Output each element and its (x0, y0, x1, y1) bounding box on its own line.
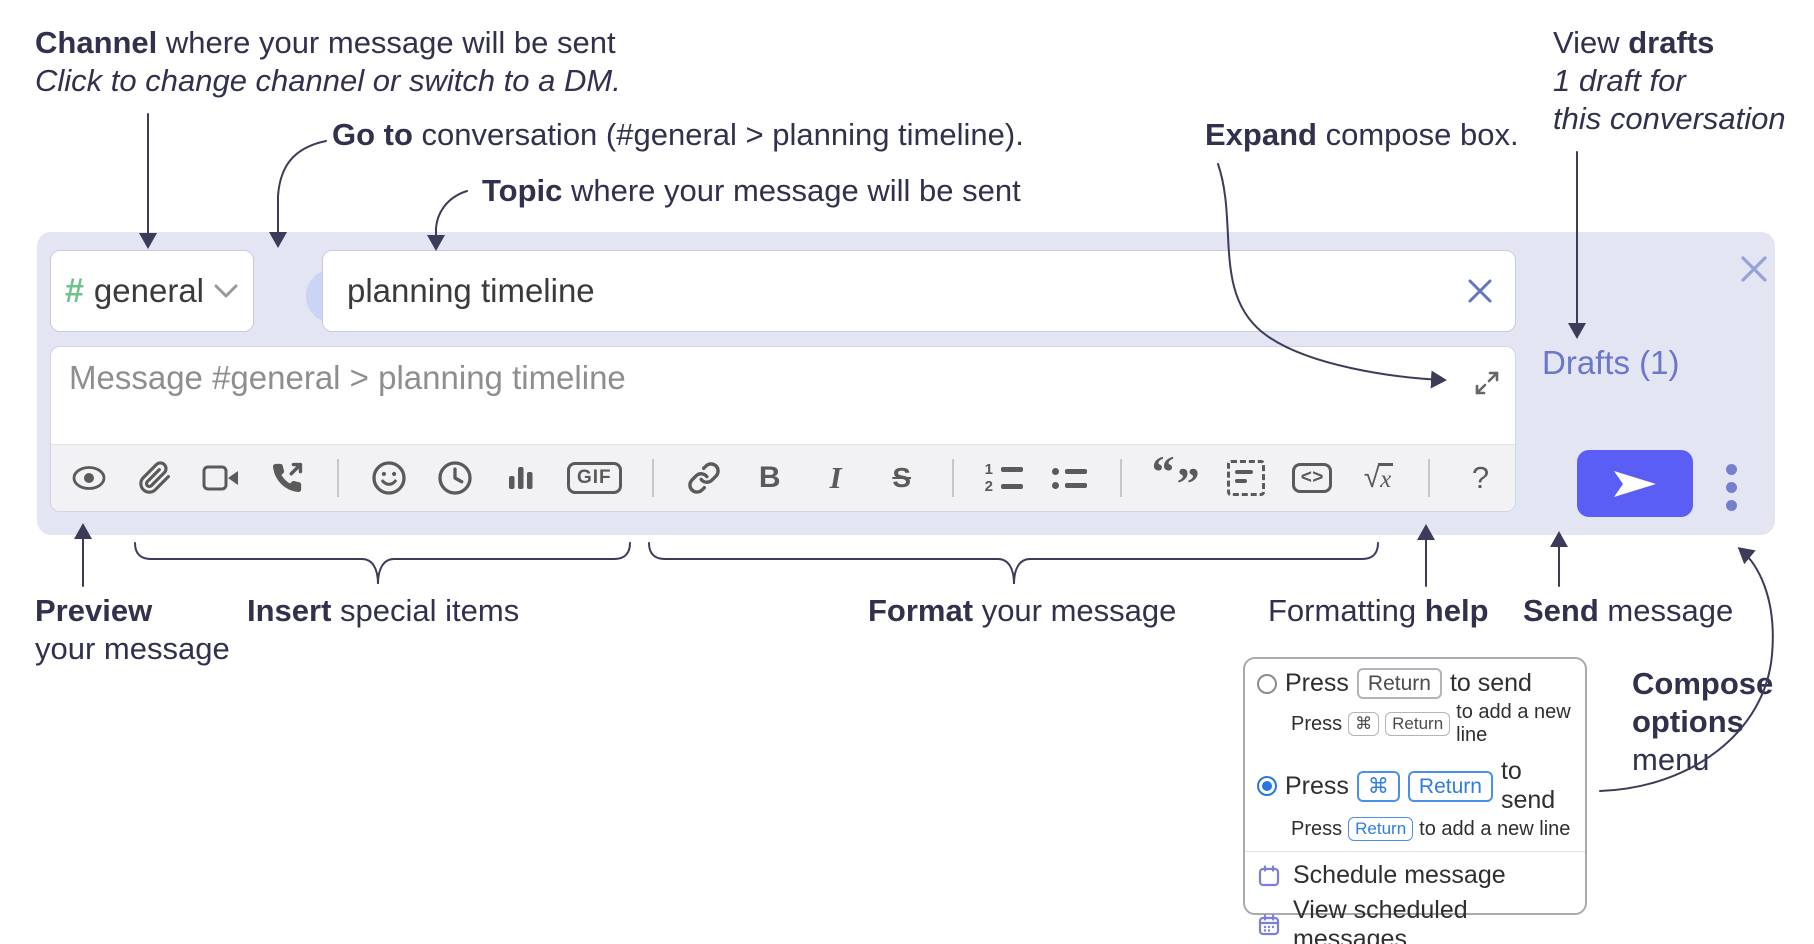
toolbar-divider (1428, 459, 1431, 497)
gif-icon[interactable]: GIF (567, 456, 622, 500)
goto-annotation: Go to conversation (#general > planning … (332, 117, 1024, 152)
drafts-link[interactable]: Drafts (1) (1542, 344, 1680, 381)
return-key-chip: Return (1407, 770, 1493, 802)
compose-toolbar: GIF B I S 1 2 (51, 444, 1515, 511)
italic-icon[interactable]: I (829, 460, 842, 495)
view-drafts-annotation: View drafts 1 draft for this conversatio… (1553, 25, 1786, 136)
menu-separator (1245, 851, 1585, 852)
return-key-chip: Return (1356, 668, 1442, 699)
send-annotation: Send message (1523, 593, 1734, 628)
topic-input[interactable]: planning timeline (322, 250, 1516, 332)
calendar-grid-icon (1258, 914, 1280, 936)
return-key-chip: Return (1348, 817, 1414, 841)
compose-box: # general planning timeline Message #gen… (37, 232, 1775, 535)
spoiler-icon[interactable] (1226, 456, 1266, 500)
code-icon[interactable]: <> (1291, 456, 1333, 500)
topic-value: planning timeline (347, 272, 595, 309)
topic-annotation: Topic where your message will be sent (482, 173, 1021, 208)
expand-annotation: Expand compose box. (1205, 117, 1519, 152)
compose-options-menu-button[interactable] (1718, 460, 1745, 515)
formatting-help-annotation: Formatting help (1268, 593, 1489, 628)
send-button[interactable] (1577, 450, 1693, 517)
expand-compose-icon[interactable] (1473, 369, 1501, 397)
cmd-key-chip: ⌘ (1356, 770, 1400, 802)
toolbar-divider (951, 459, 954, 497)
send-option-cmd-return[interactable]: Press ⌘ Return to send (1245, 757, 1585, 815)
math-icon[interactable]: √x (1363, 461, 1394, 494)
close-compose-icon[interactable] (1737, 252, 1771, 286)
send-icon (1614, 470, 1656, 497)
toolbar-divider (1119, 459, 1122, 497)
channel-annotation-rest: where your message will be sent (157, 25, 616, 60)
message-compose-container: Message #general > planning timeline (50, 346, 1516, 512)
numbered-list-icon[interactable]: 1 2 (984, 456, 1024, 500)
channel-annotation: Channel where your message will be sent … (35, 24, 621, 100)
insert-annotation: Insert special items (247, 593, 520, 628)
clear-topic-icon[interactable] (1465, 276, 1495, 306)
send-option-return[interactable]: Press Return to send (1245, 668, 1585, 699)
global-time-icon[interactable] (435, 456, 475, 500)
send-option-return-sub: Press ⌘ Return to add a new line (1291, 701, 1571, 746)
radio-unselected[interactable] (1257, 673, 1277, 694)
audio-call-icon[interactable] (267, 456, 307, 500)
compose-options-annotation: Compose options menu (1632, 666, 1774, 777)
channel-picker[interactable]: # general (50, 250, 254, 332)
channel-annotation-line2: Click to change channel or switch to a D… (35, 63, 621, 98)
format-annotation: Format your message (868, 593, 1177, 628)
menu-item-schedule-message[interactable]: Schedule message (1245, 858, 1585, 893)
emoji-icon[interactable] (369, 456, 409, 500)
quote-icon[interactable]: “” (1151, 446, 1200, 509)
bold-icon[interactable]: B (758, 461, 781, 494)
chevron-down-icon (214, 284, 238, 298)
channel-name: general (93, 272, 205, 309)
poll-icon[interactable] (501, 456, 541, 500)
attach-file-icon[interactable] (135, 456, 175, 500)
video-call-icon[interactable] (201, 456, 241, 500)
send-option-cmd-return-sub: Press Return to add a new line (1291, 817, 1571, 841)
preview-icon[interactable] (69, 456, 109, 500)
link-icon[interactable] (684, 456, 724, 500)
radio-selected[interactable] (1257, 776, 1277, 796)
menu-item-view-scheduled[interactable]: View scheduled messages (1245, 893, 1585, 944)
cmd-key-chip: ⌘ (1348, 712, 1380, 736)
calendar-icon (1258, 864, 1280, 886)
toolbar-divider (337, 459, 339, 497)
bulleted-list-icon[interactable] (1050, 456, 1090, 500)
channel-annotation-bold: Channel (35, 25, 158, 60)
message-placeholder: Message #general > planning timeline (69, 359, 626, 396)
preview-annotation: Preview your message (35, 593, 230, 666)
formatting-help-icon[interactable]: ? (1471, 460, 1490, 495)
message-textarea[interactable]: Message #general > planning timeline (51, 347, 1515, 444)
compose-options-menu: Press Return to send Press ⌘ Return to a… (1243, 657, 1587, 944)
channel-hash-icon: # (65, 272, 84, 310)
toolbar-divider (651, 459, 654, 497)
return-key-chip: Return (1385, 712, 1451, 736)
strikethrough-icon[interactable]: S (892, 462, 912, 493)
